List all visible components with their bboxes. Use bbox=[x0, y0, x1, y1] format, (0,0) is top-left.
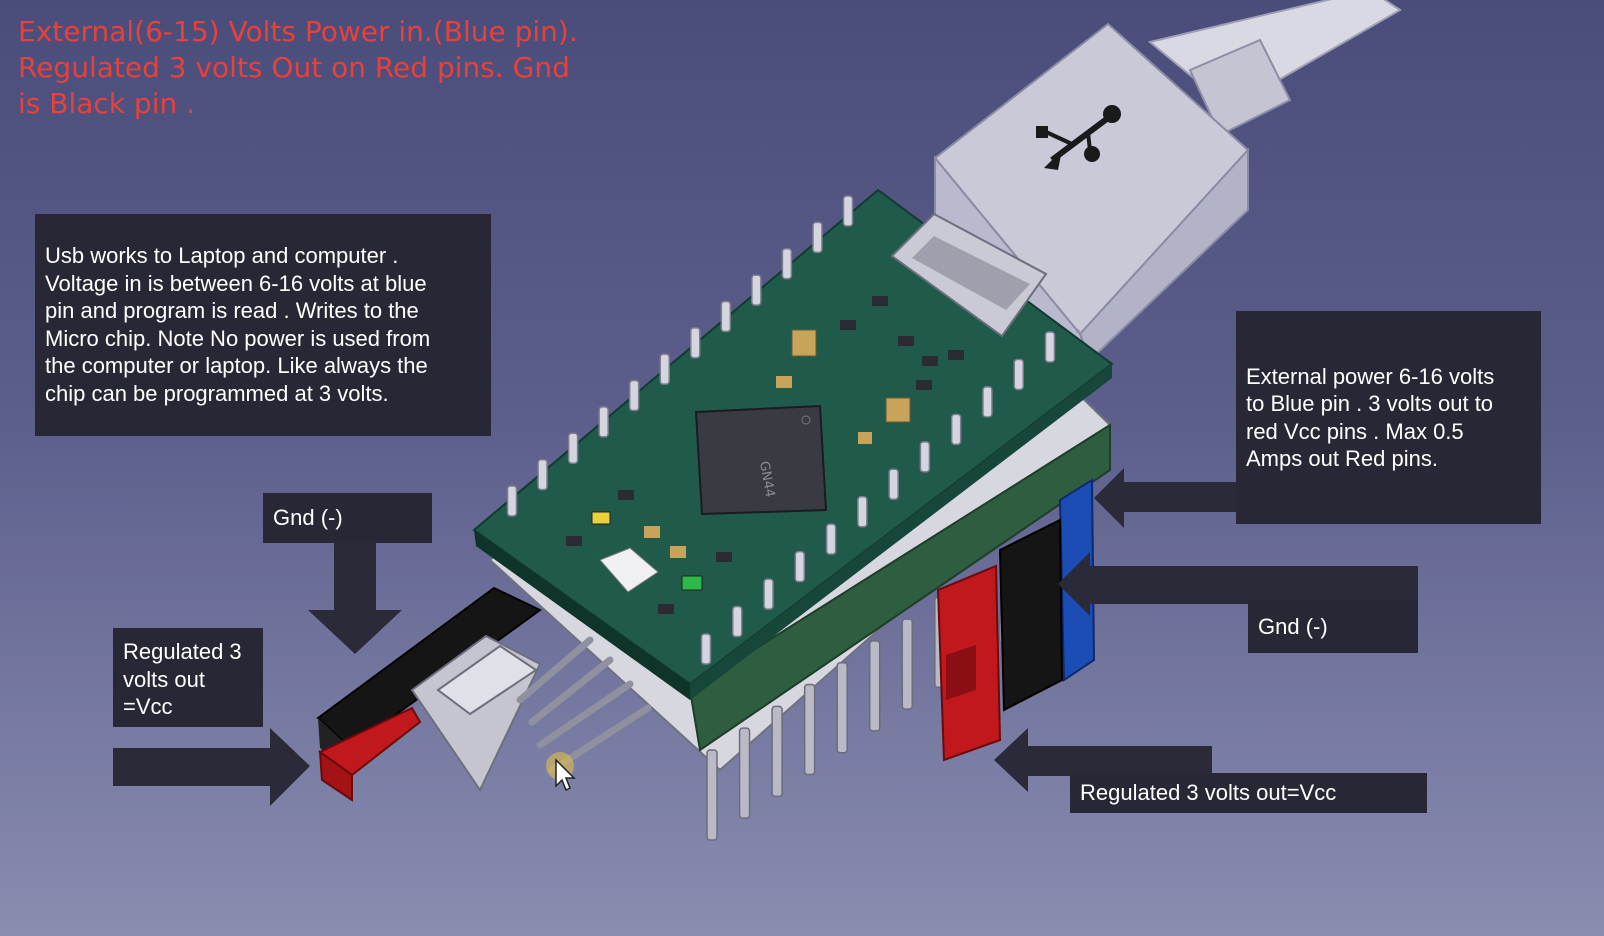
header-pin bbox=[781, 247, 793, 280]
header-pin bbox=[950, 413, 962, 446]
header-pin bbox=[888, 468, 899, 501]
header-pin bbox=[1044, 331, 1056, 363]
header-pin bbox=[771, 705, 783, 798]
jumper-red-right bbox=[936, 564, 1002, 762]
usb-note: Usb works to Laptop and computer . Volta… bbox=[35, 214, 491, 436]
gnd-right-label: Gnd (-) bbox=[1248, 600, 1418, 653]
usb-note-line: chip can be programmed at 3 volts. bbox=[45, 380, 389, 406]
gnd-left-text: Gnd (-) bbox=[273, 505, 343, 530]
regulated-left-line: =Vcc bbox=[123, 694, 173, 719]
header-pin bbox=[628, 379, 640, 412]
external-power-note-line: External power 6-16 volts bbox=[1246, 364, 1495, 389]
arrow-right-vcc bbox=[113, 728, 310, 806]
top-header-pins bbox=[506, 195, 1056, 665]
power-heading-line: Regulated 3 volts Out on Red pins. Gnd bbox=[18, 51, 570, 84]
header-pin bbox=[794, 550, 806, 583]
usb-note-line: Micro chip. Note No power is used from bbox=[45, 325, 431, 351]
usb-note-line: Voltage in is between 6-16 volts at blue bbox=[45, 270, 427, 296]
usb-receptacle bbox=[890, 212, 1048, 338]
usb-symbol-icon bbox=[1036, 105, 1121, 170]
header-pin bbox=[751, 274, 762, 306]
regulated-right-label: Regulated 3 volts out=Vcc bbox=[1070, 773, 1427, 813]
jumper-left bbox=[316, 586, 542, 802]
arrow-down-gnd bbox=[308, 543, 402, 654]
header-pin bbox=[738, 727, 751, 819]
cursor-pointer-icon bbox=[546, 752, 576, 792]
external-power-note-line: Amps out Red pins. bbox=[1246, 446, 1438, 472]
header-pin bbox=[763, 578, 774, 610]
header-pin bbox=[732, 605, 743, 638]
gnd-left-label: Gnd (-) bbox=[263, 493, 432, 543]
header-pin bbox=[842, 195, 854, 227]
regulated-left-line: volts out bbox=[123, 666, 205, 692]
header-pin bbox=[700, 633, 712, 665]
header-pin bbox=[598, 406, 609, 438]
gnd-right-text: Gnd (-) bbox=[1258, 614, 1328, 639]
power-heading-line: External(6-15) Volts Power in.(Blue pin)… bbox=[18, 15, 578, 48]
header-pin bbox=[720, 300, 732, 333]
header-pin bbox=[868, 640, 881, 732]
header-pin bbox=[812, 221, 823, 254]
regulated-left-line: Regulated 3 bbox=[123, 639, 242, 664]
external-power-note-line: red Vcc pins . Max 0.5 bbox=[1246, 418, 1464, 444]
chip-marking: GN44 bbox=[756, 460, 777, 498]
usb-note-line: the computer or laptop. Like always the bbox=[45, 353, 428, 379]
header-pin bbox=[857, 495, 868, 528]
header-pin bbox=[506, 485, 518, 517]
regulated-right-text: Regulated 3 volts out=Vcc bbox=[1080, 780, 1337, 805]
power-heading: External(6-15) Volts Power in.(Blue pin)… bbox=[18, 14, 658, 122]
header-pin bbox=[803, 683, 816, 776]
header-pin bbox=[825, 523, 837, 555]
header-pin bbox=[919, 441, 931, 473]
smd-components bbox=[566, 296, 964, 614]
header-pin bbox=[1013, 358, 1024, 391]
header-pin bbox=[567, 432, 579, 465]
external-power-note: External power 6-16 volts to Blue pin . … bbox=[1236, 311, 1541, 524]
microcontroller-chip bbox=[694, 404, 828, 516]
connector-housing bbox=[410, 634, 542, 793]
jumper-black-right bbox=[998, 518, 1064, 712]
usb-cable bbox=[1147, 0, 1402, 137]
header-pin bbox=[901, 618, 914, 710]
external-power-note-line: to Blue pin . 3 volts out to bbox=[1246, 391, 1494, 417]
usb-note-line: Usb works to Laptop and computer . bbox=[45, 243, 399, 268]
usb-note-line: pin and program is read . Writes to the bbox=[45, 298, 419, 324]
header-pin bbox=[690, 327, 701, 359]
header-pin bbox=[659, 353, 670, 385]
header-pin bbox=[982, 386, 993, 418]
header-pin bbox=[537, 458, 548, 491]
header-pin bbox=[836, 661, 848, 754]
power-heading-line: is Black pin . bbox=[18, 87, 196, 120]
regulated-left-label: Regulated 3 volts out =Vcc bbox=[113, 628, 263, 727]
header-pin bbox=[706, 749, 718, 841]
arrow-left-ext bbox=[1094, 468, 1236, 528]
